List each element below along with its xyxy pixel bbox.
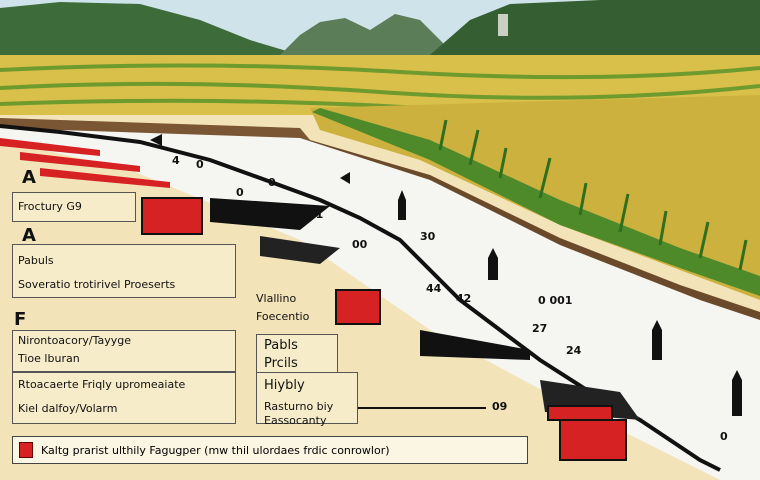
arrow-marker-2 [340, 172, 350, 184]
red-block-3 [547, 405, 613, 421]
mountain-left [0, 2, 300, 55]
grass-blades [438, 119, 748, 271]
label-row-4b: Kiel dalfoy/Volarm [18, 402, 118, 415]
label-side-1: Pabls [264, 338, 298, 353]
legend-text: Kaltg prarist ulthily Fagugper (mw thil … [41, 443, 390, 457]
label-row-3b: Tioe lburan [18, 352, 80, 365]
label-row-4a: Rtoacaerte Friqly upromeaiate [18, 378, 186, 391]
number-label: 00 [352, 238, 368, 251]
rice-field-edge [312, 108, 760, 296]
label-mid-1: Vlallino [256, 292, 297, 305]
legend: Kaltg prarist ulthily Fagugper (mw thil … [12, 436, 528, 464]
label-row-2a: Pabuls [18, 254, 54, 267]
number-label: 0 001 [538, 294, 573, 307]
person-3 [652, 320, 662, 360]
label-box-2 [12, 244, 236, 298]
red-block-1 [141, 197, 203, 235]
number-label: 4 [172, 154, 180, 167]
red-block-2 [335, 289, 381, 325]
number-label: 01 [308, 208, 324, 221]
number-label: 0 [268, 176, 276, 189]
label-side-2: Prcils [264, 356, 298, 371]
person-1 [398, 190, 406, 220]
label-row-2b: Soveratio trotirivel Proeserts [18, 278, 176, 291]
label-row-1: Froctury G9 [18, 200, 82, 213]
person-2 [488, 248, 498, 280]
label-side-4b: Eassocanty [264, 414, 327, 427]
label-box-6 [256, 372, 358, 424]
label-row-3a: Nirontoacory/Tayyge [18, 334, 131, 347]
label-mid-2: Foecentio [256, 310, 310, 323]
mountain-right [430, 0, 760, 55]
label-a-2: A [22, 225, 36, 246]
number-label: 44 [426, 282, 442, 295]
hatched-step-3 [420, 330, 530, 360]
red-arrows [0, 138, 170, 188]
label-box-1 [12, 192, 136, 222]
label-f: F [14, 309, 27, 330]
hatched-step-2 [260, 236, 340, 264]
person-4 [732, 370, 742, 416]
number-label: 0 [720, 430, 728, 443]
label-box-3 [12, 330, 236, 372]
mountain-cliff [498, 14, 508, 36]
label-side-4a: Rasturno biy [264, 400, 334, 413]
number-label: 0 [236, 186, 244, 199]
number-label: 0 [196, 158, 204, 171]
label-box-4 [12, 372, 236, 424]
mountain-center [280, 14, 460, 55]
hatched-step-1 [210, 198, 330, 230]
number-label: 42 [456, 292, 472, 305]
number-label: 30 [420, 230, 436, 243]
arrow-marker-1 [150, 134, 162, 146]
legend-swatch [19, 442, 33, 458]
number-label: 27 [532, 322, 548, 335]
number-label: 24 [566, 344, 582, 357]
number-label: 09 [492, 400, 508, 413]
label-a-1: A [22, 167, 36, 188]
label-side-3: Hiybly [264, 378, 305, 393]
red-block-4 [559, 419, 627, 461]
